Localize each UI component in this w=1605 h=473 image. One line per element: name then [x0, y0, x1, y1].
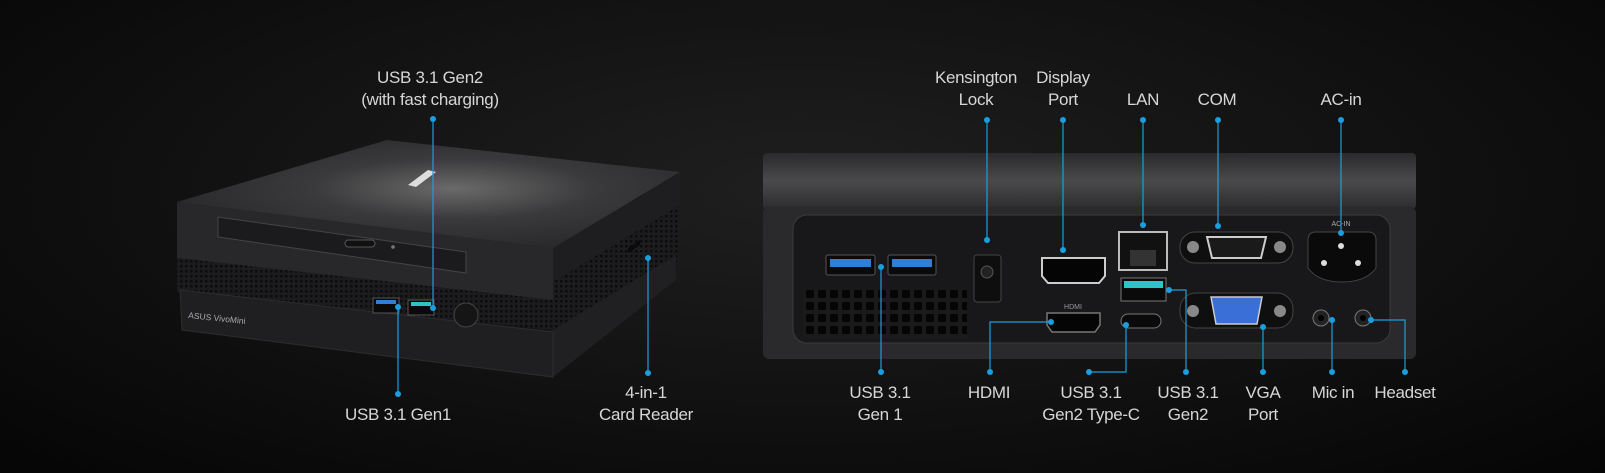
label-line: USB 3.1 Gen1: [344, 405, 452, 424]
ac-in-port: [1307, 231, 1377, 283]
label-line: LAN: [1126, 90, 1160, 109]
label-line: (with fast charging): [361, 90, 499, 109]
label-front-usb-gen1: USB 3.1 Gen1: [345, 404, 451, 426]
label-kensington: Kensington Lock: [935, 67, 1017, 111]
usb-typec-port: [1120, 313, 1162, 329]
label-displayport: Display Port: [1036, 67, 1090, 111]
label-line: Card Reader: [598, 405, 694, 424]
label-line: Lock: [958, 90, 994, 109]
asus-logo-icon: [408, 170, 436, 187]
label-card-reader: 4-in-1 Card Reader: [599, 382, 693, 426]
hdmi-port: [1046, 312, 1101, 333]
label-line: Port: [1048, 90, 1078, 109]
label-line: COM: [1197, 90, 1237, 109]
leader-lines: [397, 119, 1406, 394]
label-headset: Headset: [1374, 382, 1436, 404]
label-line: HDMI: [967, 383, 1011, 402]
kensington-slot: [973, 254, 1002, 303]
label-line: Display: [1036, 68, 1090, 87]
label-line: USB 3.1: [1157, 383, 1219, 402]
label-ac-in: AC-in: [1320, 89, 1361, 111]
rear-device: HDMI AC-IN: [763, 153, 1416, 359]
label-line: Gen 1: [857, 405, 903, 424]
label-line: USB 3.1: [1060, 383, 1122, 402]
label-line: Kensington: [934, 68, 1018, 87]
displayport-port: [1041, 257, 1106, 284]
usb-gen1-front-port: [376, 300, 396, 304]
front-device: ASUS VivoMini: [177, 140, 680, 378]
usb-gen2-rear-port: [1124, 281, 1163, 288]
label-rear-usb-gen1: USB 3.1 Gen 1: [849, 382, 911, 426]
label-vga: VGA Port: [1245, 382, 1280, 426]
usb-gen2-front-port: [411, 302, 431, 306]
label-line: Gen2: [1167, 405, 1209, 424]
label-front-usb-gen2: USB 3.1 Gen2 (with fast charging): [361, 67, 499, 111]
label-line: VGA: [1245, 383, 1281, 402]
label-usb-typec: USB 3.1 Gen2 Type-C: [1042, 382, 1140, 426]
label-lan: LAN: [1127, 89, 1159, 111]
label-line: USB 3.1 Gen2: [376, 68, 484, 87]
leader-dots: [395, 116, 1408, 397]
power-button-icon: [453, 302, 479, 328]
card-reader-slot: [628, 240, 640, 253]
label-com: COM: [1198, 89, 1237, 111]
label-hdmi: HDMI: [967, 382, 1011, 404]
label-line: AC-in: [1320, 90, 1362, 109]
usb-gen1-rear-ports: [825, 254, 937, 276]
label-line: Headset: [1374, 383, 1436, 402]
label-line: 4-in-1: [625, 383, 667, 402]
label-mic-in: Mic in: [1312, 382, 1355, 404]
vent-grille: [803, 290, 967, 338]
label-rear-usb-gen2: USB 3.1 Gen2: [1157, 382, 1219, 426]
label-line: Port: [1248, 405, 1278, 424]
label-line: Gen2 Type-C: [1042, 405, 1140, 424]
label-line: Mic in: [1311, 383, 1355, 402]
hdmi-marking: HDMI: [1064, 304, 1082, 311]
label-line: USB 3.1: [849, 383, 911, 402]
